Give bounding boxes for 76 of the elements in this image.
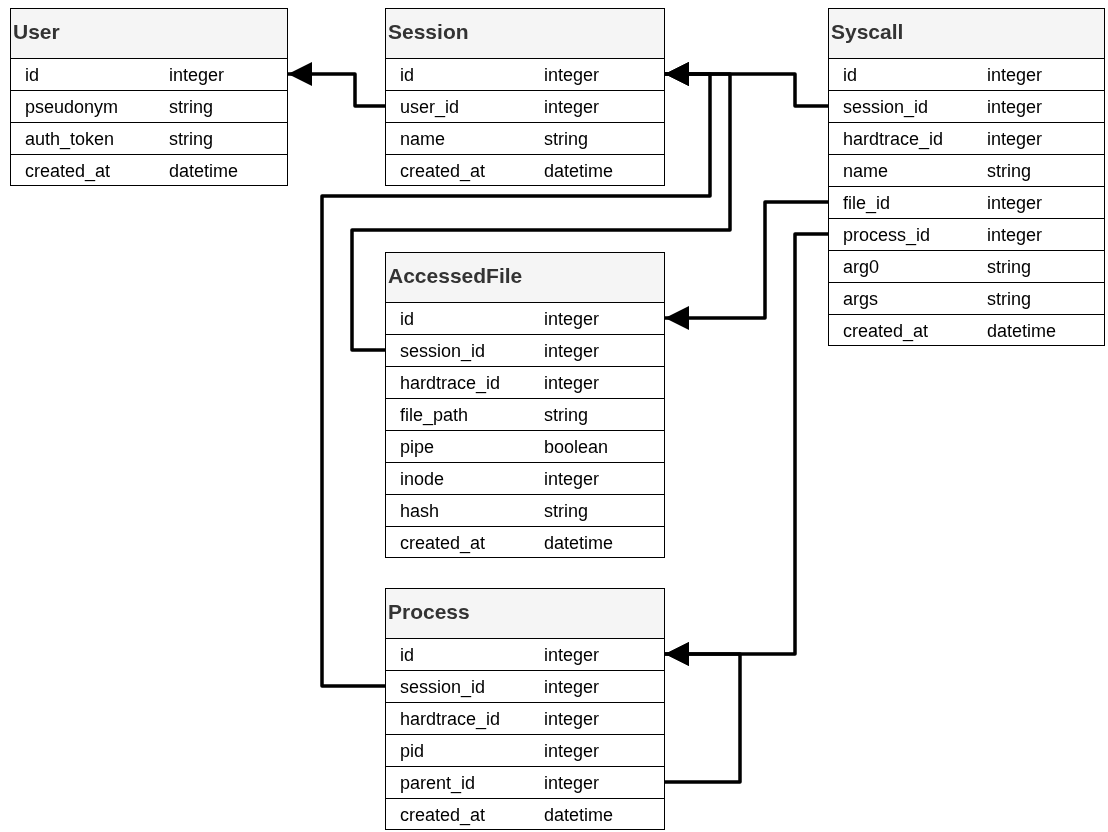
field-type: string [987, 289, 1031, 310]
field-name: name [843, 161, 889, 182]
field-name: process_id [843, 225, 931, 246]
field-type: integer [544, 741, 600, 762]
table-title: Process [388, 600, 470, 624]
field-type: datetime [544, 161, 614, 182]
field-name: created_at [400, 161, 486, 182]
field-name: hardtrace_id [400, 709, 501, 730]
field-type: string [544, 129, 588, 150]
field-type: string [987, 257, 1031, 278]
field-type: integer [544, 773, 600, 794]
field-name: name [400, 129, 446, 150]
field-type: string [987, 161, 1031, 182]
field-name: id [400, 309, 414, 330]
entity-table [385, 8, 665, 186]
field-type: boolean [544, 437, 609, 458]
entity-table [385, 588, 665, 830]
field-type: datetime [544, 533, 614, 554]
field-type: string [169, 129, 213, 150]
field-type: integer [169, 65, 225, 86]
field-name: hardtrace_id [843, 129, 944, 150]
field-name: created_at [400, 805, 486, 826]
entity-table [828, 8, 1105, 346]
field-type: integer [544, 309, 600, 330]
field-type: integer [544, 97, 600, 118]
field-type: integer [544, 469, 600, 490]
field-name: inode [400, 469, 445, 490]
field-name: file_path [400, 405, 469, 426]
field-type: integer [544, 65, 600, 86]
field-type: string [169, 97, 213, 118]
field-name: pid [400, 741, 425, 762]
field-name: user_id [400, 97, 460, 118]
field-name: auth_token [25, 129, 115, 150]
table-title: User [13, 20, 60, 44]
field-name: id [400, 645, 414, 666]
relationship-arrow [320, 62, 712, 688]
field-name: session_id [843, 97, 929, 118]
table-title: AccessedFile [388, 264, 523, 288]
field-type: integer [544, 677, 600, 698]
field-name: hardtrace_id [400, 373, 501, 394]
field-name: file_id [843, 193, 891, 214]
field-name: created_at [400, 533, 486, 554]
field-type: integer [544, 645, 600, 666]
field-type: integer [544, 341, 600, 362]
field-type: integer [987, 97, 1043, 118]
field-type: datetime [987, 321, 1057, 342]
relationship-arrow [665, 200, 828, 330]
field-type: integer [987, 193, 1043, 214]
field-name: created_at [843, 321, 929, 342]
table-title: Syscall [831, 20, 904, 44]
field-type: string [544, 405, 588, 426]
field-name: session_id [400, 341, 486, 362]
field-type: integer [987, 129, 1043, 150]
field-type: string [544, 501, 588, 522]
entity-table [10, 8, 288, 186]
field-type: datetime [169, 161, 239, 182]
field-name: arg0 [843, 257, 880, 278]
field-name: session_id [400, 677, 486, 698]
field-name: pseudonym [25, 97, 119, 118]
field-name: created_at [25, 161, 111, 182]
field-name: id [400, 65, 414, 86]
field-name: id [25, 65, 39, 86]
field-name: id [843, 65, 857, 86]
field-name: pipe [400, 437, 435, 458]
field-type: datetime [544, 805, 614, 826]
field-type: integer [544, 373, 600, 394]
field-type: integer [987, 65, 1043, 86]
entity-table [385, 252, 665, 558]
relationship-arrow [665, 642, 742, 784]
field-type: integer [987, 225, 1043, 246]
field-name: parent_id [400, 773, 476, 794]
field-name: args [843, 289, 878, 310]
field-type: integer [544, 709, 600, 730]
field-name: hash [400, 501, 440, 522]
relationship-arrow [288, 62, 385, 108]
table-title: Session [388, 20, 469, 44]
